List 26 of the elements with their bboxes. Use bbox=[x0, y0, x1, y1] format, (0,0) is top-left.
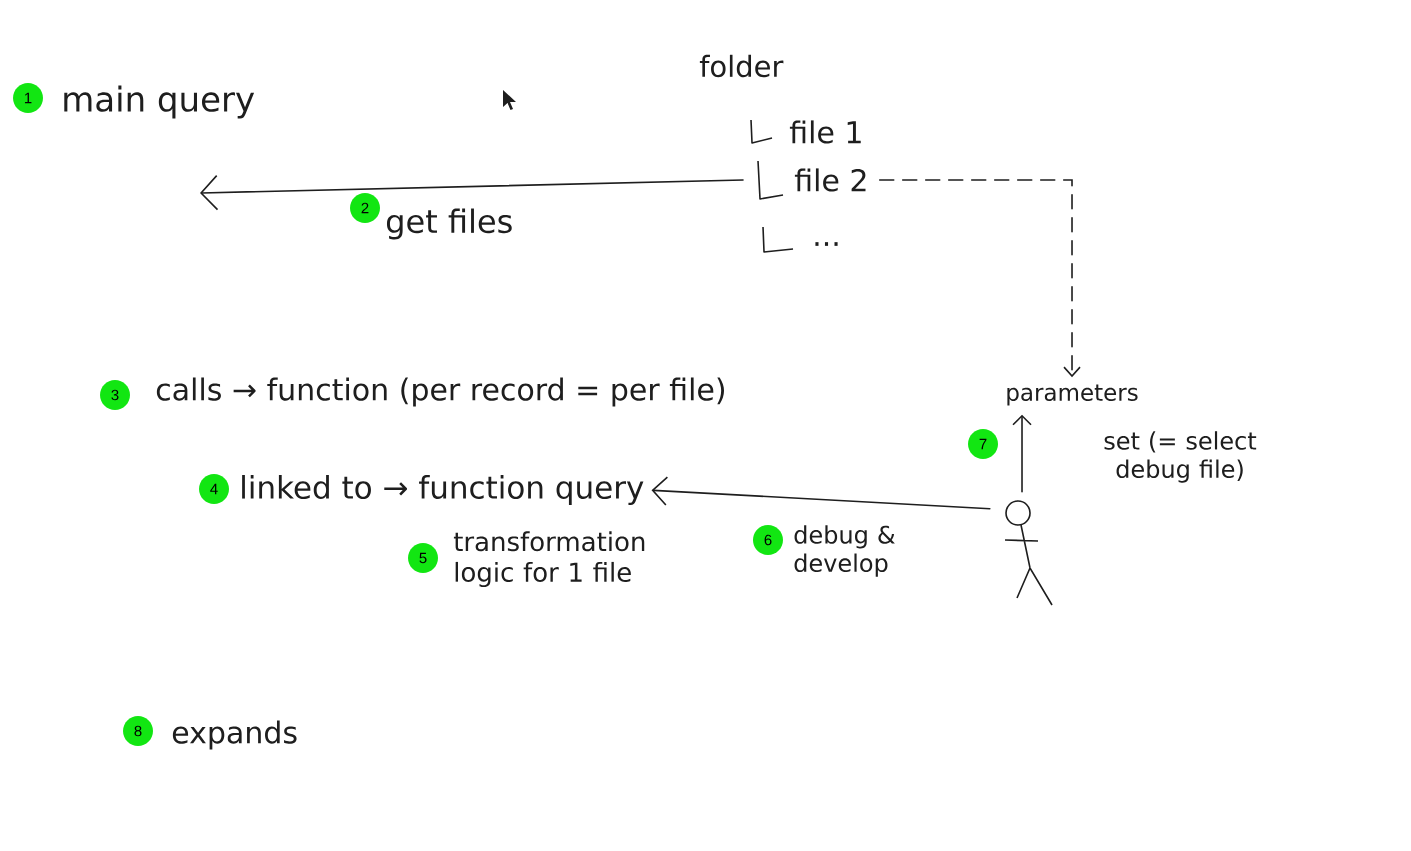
edge-label: set (= select debug file) bbox=[1104, 431, 1257, 483]
edge-label: get files bbox=[386, 208, 512, 240]
arrow bbox=[1012, 414, 1032, 493]
tree-entry: file 1 bbox=[750, 119, 861, 144]
number-badge: 1 bbox=[13, 83, 43, 113]
note-text: main query bbox=[64, 85, 255, 119]
note-text: expands bbox=[172, 720, 297, 750]
arrow bbox=[200, 174, 744, 211]
number-badge: 4 bbox=[199, 474, 229, 504]
number-badge: 5 bbox=[408, 543, 438, 573]
number-badge: 2 bbox=[350, 193, 380, 223]
dashed-arrow bbox=[878, 179, 1081, 378]
text-label: linked to → function query bbox=[242, 475, 644, 505]
note-text: calls → function (per record = per file) bbox=[156, 377, 724, 407]
edge-label: debug & develop bbox=[794, 525, 895, 577]
tree-entry: ... bbox=[762, 226, 838, 253]
stick-figure bbox=[1004, 500, 1053, 606]
number-badge: 8 bbox=[123, 716, 153, 746]
arrow bbox=[651, 476, 991, 510]
number-badge: 7 bbox=[968, 429, 998, 459]
text-label: folder bbox=[699, 54, 784, 78]
text-label: parameters bbox=[1007, 384, 1138, 406]
note-text: transformation logic for 1 file bbox=[453, 531, 645, 588]
tree-entry: file 2 bbox=[757, 160, 866, 200]
number-badge: 3 bbox=[100, 380, 130, 410]
number-badge: 6 bbox=[753, 525, 783, 555]
